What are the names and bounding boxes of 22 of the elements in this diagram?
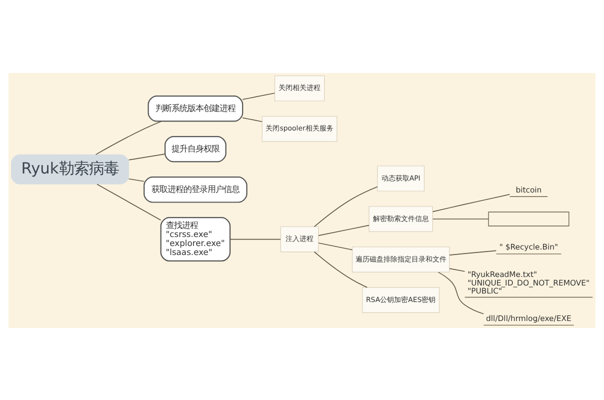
node-box: 获取进程的登录用户信息 [144, 176, 248, 202]
connector [449, 268, 466, 272]
connector [432, 193, 510, 212]
node-box [488, 211, 570, 226]
node-box: 查找进程 "csrss.exe" "explorer.exe" "lsaas.exe" [160, 216, 231, 261]
connector [314, 186, 378, 227]
connector [318, 224, 370, 236]
connector [242, 116, 262, 122]
connector [96, 183, 162, 220]
connector [95, 120, 162, 154]
connector [128, 178, 144, 182]
node-box: Ryuk勒索病毒 [11, 154, 130, 184]
connector [128, 153, 166, 160]
connector [432, 218, 489, 219]
connector [449, 250, 497, 255]
connector [438, 271, 484, 314]
connector [230, 238, 281, 240]
connector [242, 92, 276, 100]
node-box: 判断系统版本创建进程 [148, 95, 244, 122]
connector [314, 250, 368, 288]
node-box: 提升自身权限 [164, 136, 226, 162]
connector [318, 242, 353, 250]
